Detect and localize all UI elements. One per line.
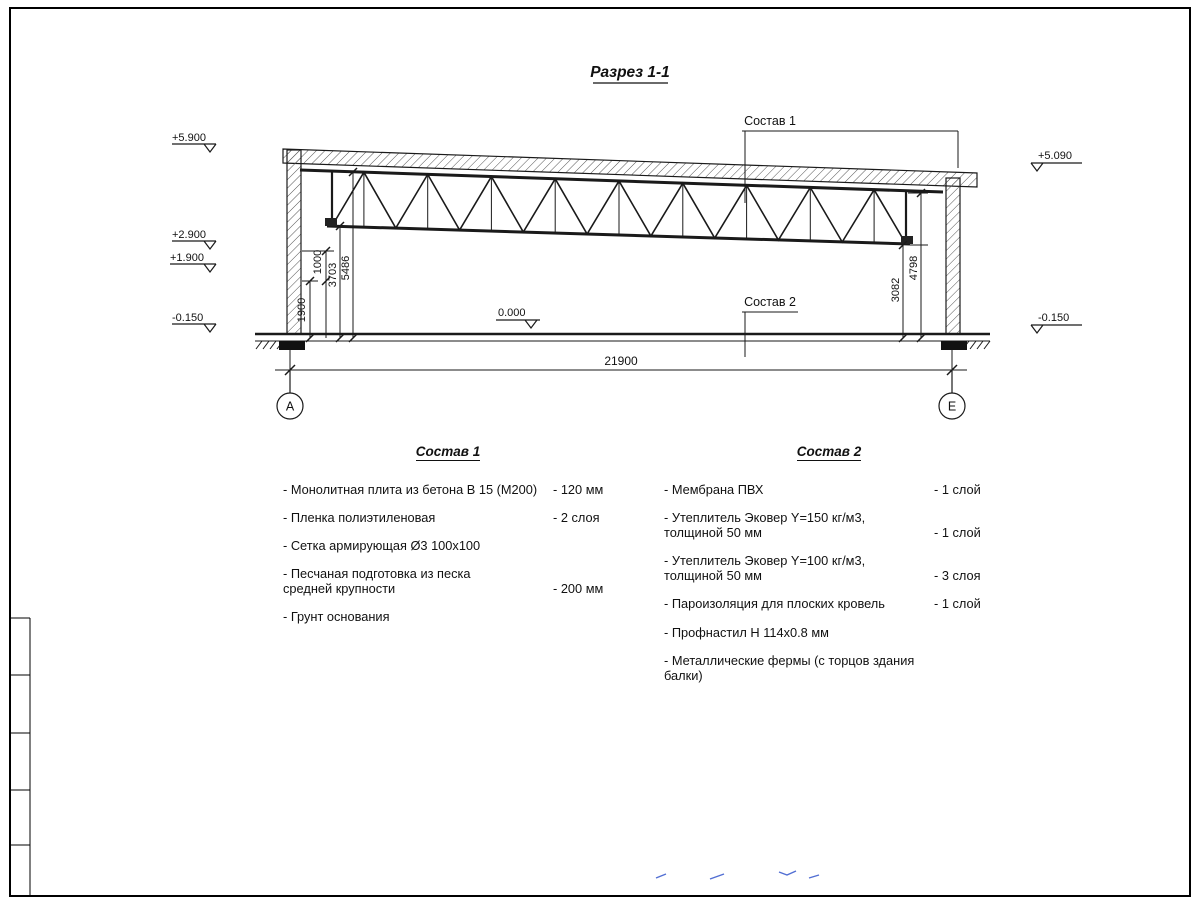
list-item: - Металлические фермы (с торцов здания б… [664,653,998,683]
roof-band [282,148,978,188]
list-item: - Сетка армирующая Ø3 100х100 [283,538,617,553]
truss-top-chord [299,168,944,194]
drawing-title: Разрез 1-1 [590,64,670,81]
dim-3703: 3703 [327,263,339,287]
list-item: - Монолитная плита из бетона В 15 (М200)… [283,482,617,497]
item-value: - 1 слой [934,525,981,541]
left-footing [279,341,305,350]
item-value: - 120 мм [553,482,604,497]
dim-3082: 3082 [890,278,902,302]
item-label: - Профнастил Н 114х0.8 мм [664,624,829,640]
list-item: - Утеплитель Эковер Y=100 кг/м3, толщино… [664,553,998,583]
elev-zero: 0.000 [498,307,526,319]
item-value: - 3 слоя [934,568,981,584]
item-label: - Пленка полиэтиленовая [283,510,436,526]
signature-marks [655,870,820,880]
composition-1-list: - Монолитная плита из бетона В 15 (М200)… [283,482,617,638]
list-item: - Грунт основания [283,609,617,624]
elev-left-1900: +1.900 [170,252,204,264]
elev-left-2900: +2.900 [172,229,206,241]
item-label: - Сетка армирующая Ø3 100х100 [283,538,481,554]
dim-5486: 5486 [340,256,352,280]
truss-verticals [363,172,875,243]
item-label: - Мембрана ПВХ [664,482,764,497]
item-value: - 2 слоя [553,510,600,526]
elev-left-minus0150: -0.150 [172,312,203,324]
item-label: - Утеплитель Эковер Y=150 кг/м3, толщино… [664,510,866,541]
item-label: - Металлические фермы (с торцов здания б… [664,652,915,683]
elev-left-5900: +5.900 [172,132,206,144]
list-item: - Мембрана ПВХ - 1 слой [664,482,998,497]
list-item: - Пленка полиэтиленовая - 2 слоя [283,510,617,525]
item-label: - Утеплитель Эковер Y=100 кг/м3, толщино… [664,553,866,584]
building-section [255,148,991,350]
axis-markers [276,370,966,420]
dim-1000: 1000 [312,250,324,274]
list-item: - Песчаная подготовка из песка средней к… [283,566,617,596]
right-footing [941,341,967,350]
elev-right-minus0150: -0.150 [1038,312,1069,324]
axis-letter-a: А [286,400,295,414]
elev-right-5090: +5.090 [1038,150,1072,162]
callout-sostav-1: Состав 1 [744,114,796,128]
item-value: - 1 слой [934,482,981,497]
item-value: - 1 слой [934,596,981,612]
right-column [945,177,961,335]
left-vertical-dims [302,167,358,343]
elevation-marks [170,143,1082,334]
truss-left-bearing [325,218,337,226]
truss-right-bearing [901,236,913,244]
axis-letter-e: Е [948,400,956,414]
dim-1900: 1900 [296,298,308,322]
composition-2-list: - Мембрана ПВХ - 1 слой - Утеплитель Эко… [664,482,998,696]
title-block-left [10,617,31,896]
sheet-frame [9,7,1191,897]
dim-4798: 4798 [908,256,920,280]
composition-2-heading: Состав 2 [796,444,862,461]
ground-hatch [255,340,991,350]
item-label: - Грунт основания [283,609,390,625]
item-label: - Монолитная плита из бетона В 15 (М200) [283,482,538,497]
item-label: - Песчаная подготовка из песка средней к… [283,566,471,597]
right-vertical-dims [898,188,928,343]
list-item: - Утеплитель Эковер Y=150 кг/м3, толщино… [664,510,998,540]
list-item: - Пароизоляция для плоских кровель - 1 с… [664,596,998,611]
item-value: - 200 мм [553,581,604,597]
item-label: - Пароизоляция для плоских кровель [664,596,885,612]
callout-leaders [742,130,959,357]
callout-sostav-2: Состав 2 [744,295,796,309]
dim-span: 21900 [604,354,638,368]
composition-1-heading: Состав 1 [415,444,481,461]
list-item: - Профнастил Н 114х0.8 мм [664,625,998,640]
